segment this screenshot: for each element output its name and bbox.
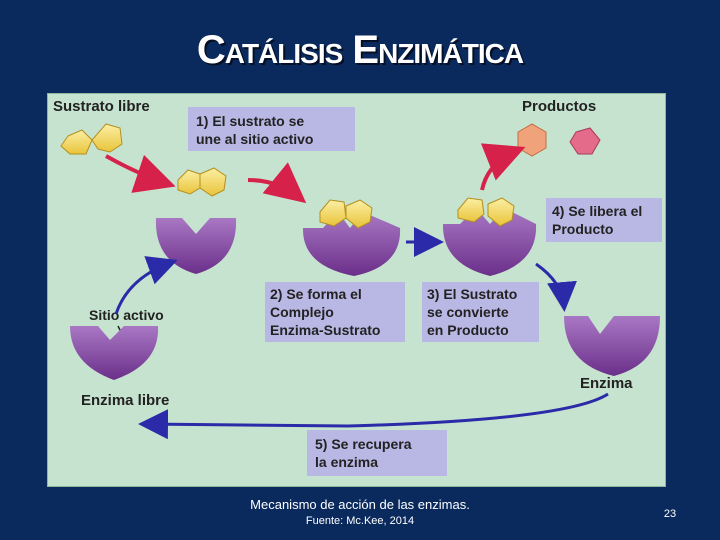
caption-source: Fuente: Mc.Kee, 2014	[305, 515, 415, 527]
step3-line3: en Producto	[427, 322, 509, 338]
caption-line1: Mecanismo de acción de las enzimas.	[250, 497, 470, 512]
step4-line2: Producto	[552, 221, 613, 237]
arrow-enzyme-recovery-up	[114, 256, 178, 315]
arrow-substrate-binding	[105, 154, 176, 193]
step3-line2: se convierte	[427, 304, 509, 320]
step1-box: 1) El sustrato se une al sitio activo	[188, 107, 355, 151]
enzyme-cycle-diagram: 1) El sustrato se une al sitio activo 4)…	[53, 98, 662, 476]
step2-box: 2) Se forma el Complejo Enzima-Sustrato	[265, 282, 405, 342]
label-sustrato-libre: Sustrato libre	[53, 98, 150, 115]
label-enzima: Enzima	[580, 375, 633, 392]
label-productos: Productos	[522, 98, 596, 115]
product-pink	[569, 127, 601, 155]
slide-title: Catálisis Enzimática	[196, 28, 524, 72]
label-sitio-activo: Sitio activo	[89, 307, 164, 323]
step2-line1: 2) Se forma el	[270, 286, 362, 302]
arrow-return-to-free-enzyme	[138, 392, 609, 440]
step3-box: 3) El Sustrato se convierte en Producto	[422, 282, 539, 342]
step2-line3: Enzima-Sustrato	[270, 322, 380, 338]
product-orange	[517, 123, 547, 157]
step5-line2: la enzima	[315, 454, 378, 470]
enzyme-free-right	[564, 316, 660, 376]
label-enzima-libre: Enzima libre	[81, 392, 169, 409]
enzyme-product-complex	[442, 197, 537, 276]
step2-line2: Complejo	[270, 304, 334, 320]
step4-box: 4) Se libera el Producto	[546, 198, 662, 242]
step5-line1: 5) Se recupera	[315, 436, 412, 452]
diagram-panel: 1) El sustrato se une al sitio activo 4)…	[47, 93, 666, 487]
arrow-complex-formation	[247, 162, 307, 204]
figure-caption: Mecanismo de acción de las enzimas. Fuen…	[200, 497, 520, 527]
step5-box: 5) Se recupera la enzima	[307, 430, 447, 476]
step1-line2: une al sitio activo	[196, 131, 313, 147]
enzyme-free-left	[70, 326, 159, 380]
step4-line1: 4) Se libera el	[552, 203, 642, 219]
enzyme-substrate-complex	[302, 199, 401, 276]
page-number: 23	[663, 508, 677, 520]
arrow-product-release	[480, 143, 526, 191]
arrow-product-to-enzyme	[535, 262, 577, 312]
step1-line1: 1) El sustrato se	[196, 113, 304, 129]
free-substrate	[60, 123, 123, 155]
step3-line1: 3) El Sustrato	[427, 286, 517, 302]
enzyme-step1	[155, 167, 237, 274]
